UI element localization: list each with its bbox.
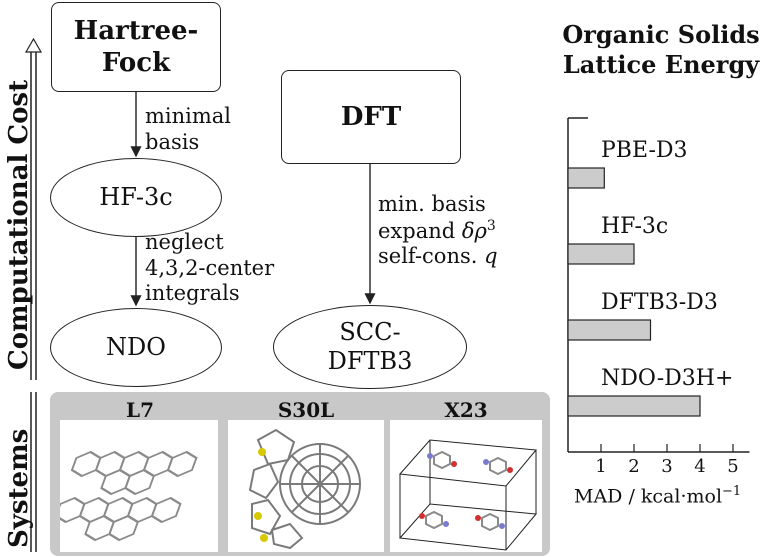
sccdftb3-node: SCC- DFTB3	[273, 305, 467, 389]
chart-x-tick-label: 3	[661, 456, 673, 477]
dft-note-line2-math: δρ	[461, 218, 487, 243]
mad-bar-chart	[567, 117, 750, 453]
x23-structure-image	[390, 420, 542, 552]
hf3c-node: HF-3c	[50, 158, 222, 237]
chart-bar-label: DFTB3-D3	[601, 290, 718, 315]
system-title-x23: X23	[444, 398, 488, 422]
dft-note-line3-prefix: self-cons.	[378, 244, 485, 269]
chart-x-tick-label: 5	[727, 456, 739, 477]
chart-bar-label: NDO-D3H+	[601, 366, 734, 391]
chart-title: Organic Solids Lattice Energy	[562, 20, 760, 79]
s30l-structure-image	[228, 420, 384, 552]
chart-x-axis-label-text: MAD / kcal·mol	[574, 485, 723, 508]
ndo-node: NDO	[50, 308, 222, 387]
chart-bar-label: PBE-D3	[601, 138, 688, 163]
system-title-l7: L7	[126, 398, 154, 422]
chart-bar	[567, 395, 701, 417]
chart-x-axis-label-sup: −1	[722, 484, 742, 499]
dft-to-dftb-note: min. basis expand δρ3 self-cons. q	[378, 192, 498, 270]
systems-axis-line	[30, 392, 37, 552]
l7-structure-image	[54, 420, 218, 552]
chart-x-tick-label: 4	[694, 456, 706, 477]
chart-bar	[567, 319, 652, 341]
hf-to-hf3c-note: minimal basis	[145, 104, 232, 154]
cost-axis-arrow	[24, 38, 43, 380]
chart-bar	[567, 167, 605, 189]
dft-node: DFT	[281, 70, 461, 164]
chart-bar	[567, 243, 635, 265]
chart-x-tick-label: 1	[595, 456, 607, 477]
dft-note-line1: min. basis	[378, 192, 486, 216]
chart-bar-label: HF-3c	[601, 214, 669, 239]
dft-note-line3-math: q	[484, 244, 498, 269]
system-title-s30l: S30L	[277, 398, 335, 422]
hartree-fock-node: Hartree- Fock	[51, 2, 221, 92]
dft-note-line2-prefix: expand	[378, 218, 462, 243]
chart-x-axis-label: MAD / kcal·mol−1	[574, 484, 741, 507]
hf3c-to-ndo-note: neglect 4,3,2-center integrals	[145, 230, 275, 306]
chart-x-tick-label: 2	[628, 456, 640, 477]
dft-note-line2-sup: 3	[486, 217, 496, 234]
